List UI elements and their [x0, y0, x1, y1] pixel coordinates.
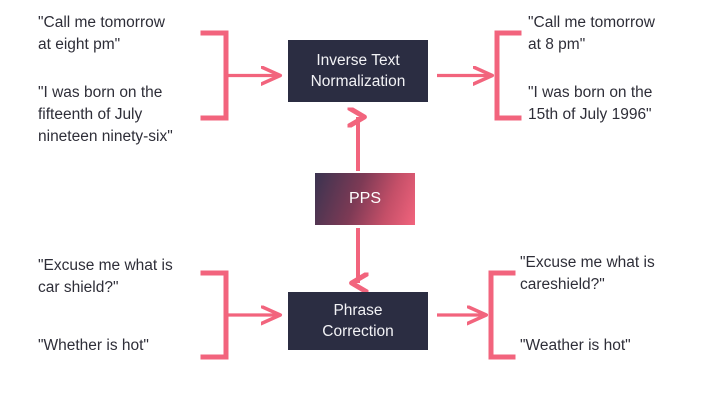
pps-box: PPS: [315, 173, 415, 225]
pc-output-bracket: [437, 270, 516, 360]
itn-input-bracket: [200, 30, 279, 121]
inverse-text-normalization-box: Inverse Text Normalization: [288, 40, 428, 102]
itn-input-example-2: "I was born on the fifteenth of July nin…: [38, 84, 173, 145]
itn-output-bracket: [437, 30, 522, 121]
itn-output-example-1: "Call me tomorrow at 8 pm": [528, 14, 655, 53]
itn-input-example-1: "Call me tomorrow at eight pm": [38, 14, 165, 53]
pc-output-example-2: "Weather is hot": [520, 337, 631, 354]
itn-output-example-2: "I was born on the 15th of July 1996": [528, 84, 653, 123]
phrase-correction-box: Phrase Correction: [288, 292, 428, 350]
pc-input-example-2: "Whether is hot": [38, 337, 149, 354]
pc-input-example-1: "Excuse me what is car shield?": [38, 257, 173, 296]
pc-output-example-1: "Excuse me what is careshield?": [520, 254, 655, 293]
pc-input-bracket: [200, 270, 279, 360]
